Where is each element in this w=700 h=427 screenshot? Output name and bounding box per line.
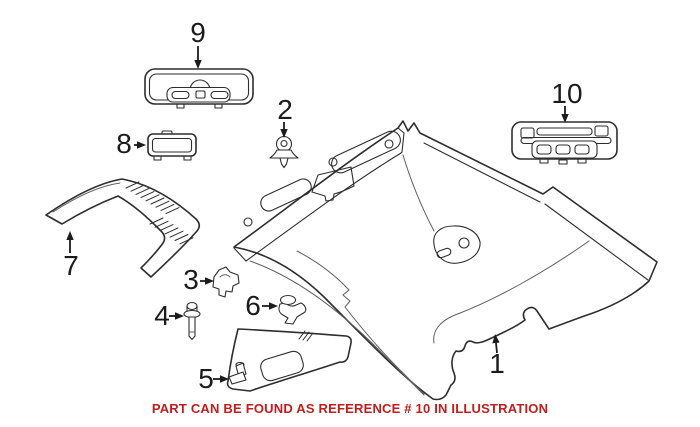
console-lamp-right [210,90,229,100]
lamp-switch-module [531,140,598,159]
dome-lamp-hole-round [458,237,470,249]
switch-cover [147,130,197,161]
visor-clip-mount [278,294,307,325]
lamp-foot-1 [539,158,549,164]
cover-foot-left [153,155,162,161]
lamp-foot-3 [577,158,587,164]
cover-outer [147,133,197,157]
mounting-bracket [212,266,240,298]
screw-shaft [188,316,196,341]
rear-reading-lamp-unit [511,121,618,165]
sculpt-line-front [402,154,435,232]
part-label-5: 5 [198,363,214,394]
screw-head-top [186,301,198,311]
pillar-inner-line [249,260,425,396]
callouts: 9 8 2 10 7 3 4 6 5 1 [63,17,582,394]
part-label-1: 1 [489,348,505,379]
headliner-illustration [233,120,658,401]
visor-vent-hatch [298,330,314,342]
part-label-10: 10 [551,78,582,109]
bracket-inner-line [219,274,231,278]
band-hole-right [384,139,394,149]
band-hole-left [243,217,253,227]
visor-outline [226,328,352,392]
header-trim-vent-hatch-lower [149,217,194,245]
pillar-sculpt-notched-line [296,250,425,395]
console-lamp-left [171,90,190,100]
part-label-2: 2 [277,94,293,125]
sculpt-line-rear-sweep [433,240,590,344]
front-band-inner-edge [245,152,402,262]
front-band-end-cap [397,127,405,154]
console-center-switch [195,90,206,99]
front-band-slot-left [260,178,312,212]
console-dome [189,79,211,91]
front-band-tip-edge [233,247,247,262]
rivet-clip [269,135,299,169]
front-header-trim [45,178,201,278]
part-label-8: 8 [116,128,132,159]
lamp-center-bar [536,127,593,136]
part-label-7: 7 [63,250,79,281]
cover-foot-right [183,155,192,161]
console-foot-right [214,103,223,109]
console-switch-module [166,86,231,103]
bracket-outline [212,266,240,298]
rivet-head [275,135,293,153]
band-hole-middle [328,157,338,167]
visor-pivot-base [228,371,247,385]
lamp-foot-2 [558,159,568,165]
front-overhead-console [144,68,254,109]
rear-rail-inner-edge [544,203,649,281]
dome-lamp-hole-oval [436,247,452,259]
rivet-head-center [280,139,288,148]
part-label-6: 6 [245,290,261,321]
lamp-clip-right [594,125,609,137]
roof-edge-inner-line [423,142,541,203]
lamp-button-2 [555,144,571,155]
dome-lamp-opening [433,225,481,264]
clip-mount-boss [279,294,297,306]
lamp-button-3 [574,144,590,155]
header-trim-ridge-line [52,182,121,213]
rivet-stem [279,157,289,169]
reference-note: PART CAN BE FOUND AS REFERENCE # 10 IN I… [151,401,549,416]
sun-visor [226,328,352,392]
screw [183,301,201,341]
cover-inner [151,137,193,153]
part-label-3: 3 [183,264,199,295]
header-trim-vent-hatch-upper [125,181,180,215]
visor-mirror [260,350,304,382]
leader-arrow-1 [492,334,500,354]
header-trim-outline [45,178,201,278]
part-label-4: 4 [154,300,170,331]
rivet-skirt [269,149,299,159]
band-flap-cutout [311,166,355,202]
front-band-slot-right [331,130,401,174]
clip-mount-body [278,302,307,325]
lamp-button-1 [536,144,552,155]
part-label-9: 9 [190,17,206,48]
console-foot-left [176,103,185,109]
